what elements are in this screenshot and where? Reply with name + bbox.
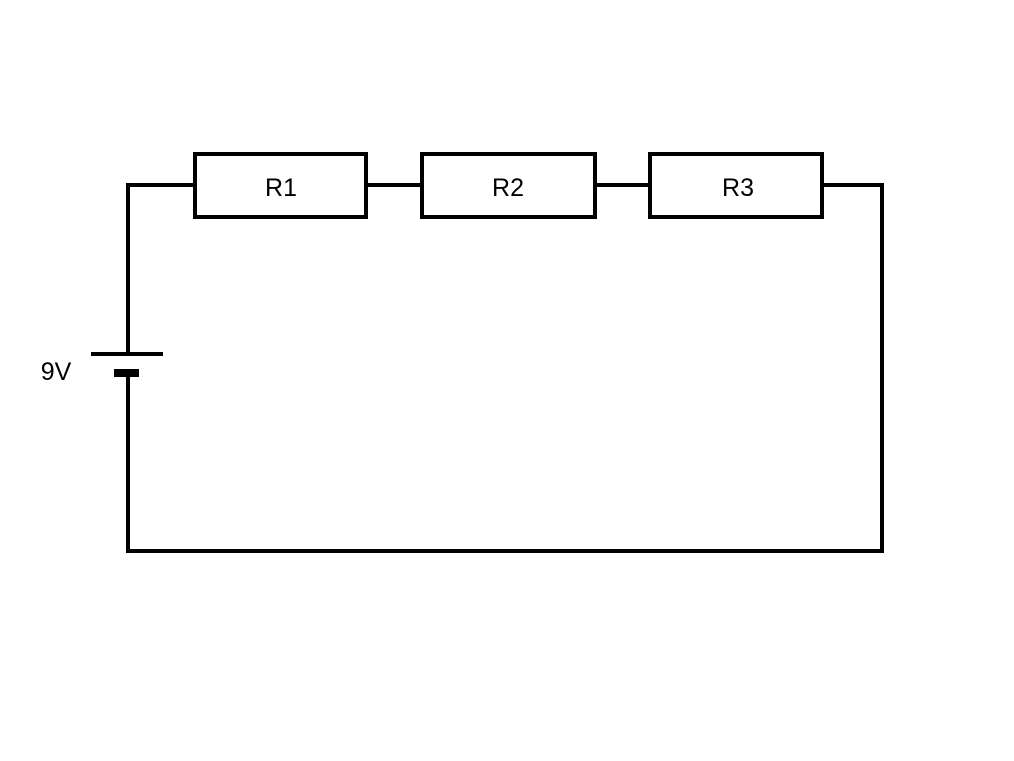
battery-symbol: 9V [41, 352, 163, 386]
resistor-r2-body [420, 152, 597, 219]
resistor-r1: R1 [193, 152, 368, 219]
resistor-r3: R3 [648, 152, 824, 219]
circuit-wires [126, 183, 884, 553]
resistor-r1-label: R1 [265, 174, 297, 202]
wire-left-top [126, 183, 197, 356]
battery-label: 9V [41, 358, 72, 386]
resistor-r3-body [648, 152, 824, 219]
resistor-r2-label: R2 [492, 174, 524, 202]
resistor-r2: R2 [420, 152, 597, 219]
resistor-r1-body [193, 152, 368, 219]
resistor-r3-label: R3 [722, 174, 754, 202]
wire-right-bottom [126, 183, 884, 553]
